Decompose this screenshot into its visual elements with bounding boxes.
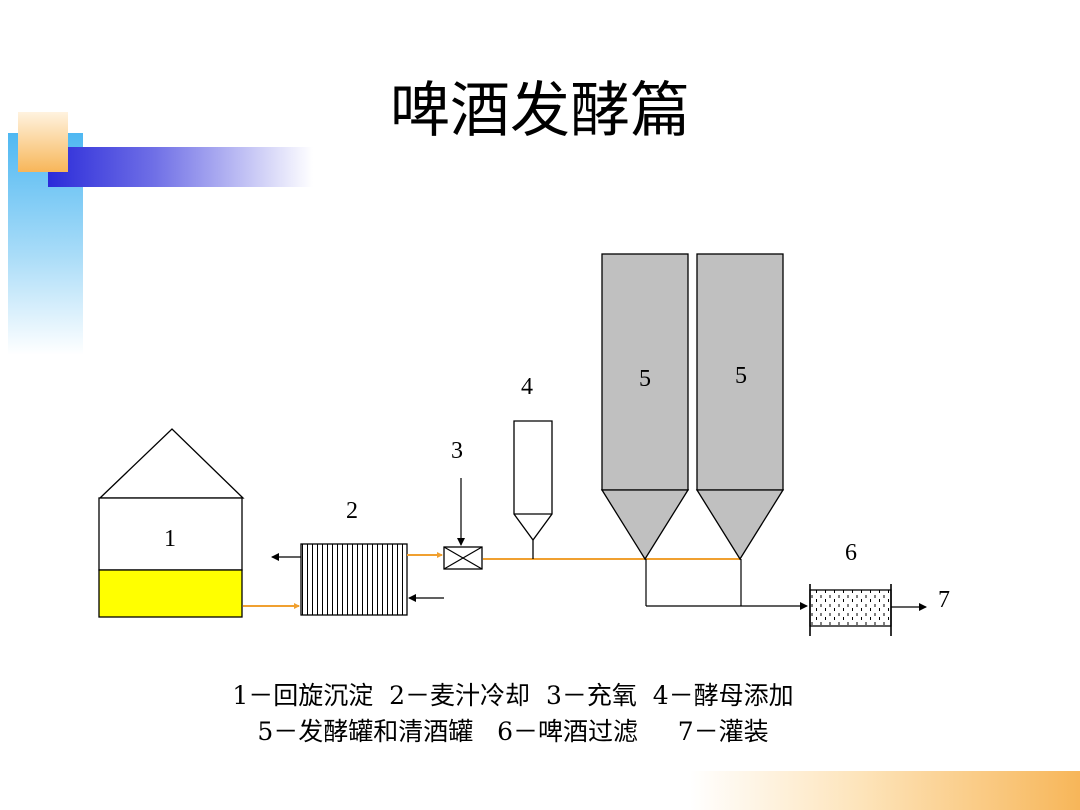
node-aeration-valve: 3 (443, 438, 483, 570)
whirlpool-roof (98, 428, 245, 499)
node-beer-filter: 6 (809, 540, 927, 636)
whirlpool-wort-level (98, 569, 243, 618)
node-label-5b: 5 (735, 363, 747, 389)
node-wort-cooler: 2 (271, 498, 444, 616)
legend-line-1: 1－回旋沉淀 2－麦汁冷却 3－充氧 4－酵母添加 (232, 681, 794, 710)
decor-orange-square (18, 112, 68, 172)
whirlpool-upper-body (98, 497, 243, 571)
valve-cross-b (443, 546, 483, 570)
fermentation-tank-body (601, 253, 689, 491)
node-label-4: 4 (521, 374, 533, 400)
node-label-1: 1 (164, 526, 176, 552)
filter-body (809, 589, 892, 627)
decor-blue-bar (48, 147, 313, 187)
yeast-vessel-body (513, 420, 553, 542)
bright-tank-body (696, 253, 784, 491)
node-fermentation-tank: 5 (600, 253, 690, 561)
fermentation-tank-cone (600, 489, 690, 561)
process-pipes (243, 552, 741, 609)
page-title: 啤酒发酵篇 (390, 76, 690, 146)
bright-tank-cone (695, 489, 785, 561)
node-label-5a: 5 (639, 366, 651, 392)
node-yeast-vessel: 4 (513, 374, 553, 559)
node-bright-beer-tank: 5 (695, 253, 785, 561)
decor-footer-gradient (690, 771, 1080, 810)
node-label-3: 3 (451, 438, 463, 464)
node-label-2: 2 (346, 498, 358, 524)
node-label-6: 6 (845, 540, 857, 566)
outlet-pipes (645, 559, 808, 610)
cooler-body (300, 543, 408, 616)
node-whirlpool-tank: 1 (98, 428, 245, 618)
node-label-7: 7 (938, 587, 950, 613)
legend-line-2: 5－发酵罐和清酒罐 6－啤酒过滤 7－灌装 (257, 717, 769, 746)
